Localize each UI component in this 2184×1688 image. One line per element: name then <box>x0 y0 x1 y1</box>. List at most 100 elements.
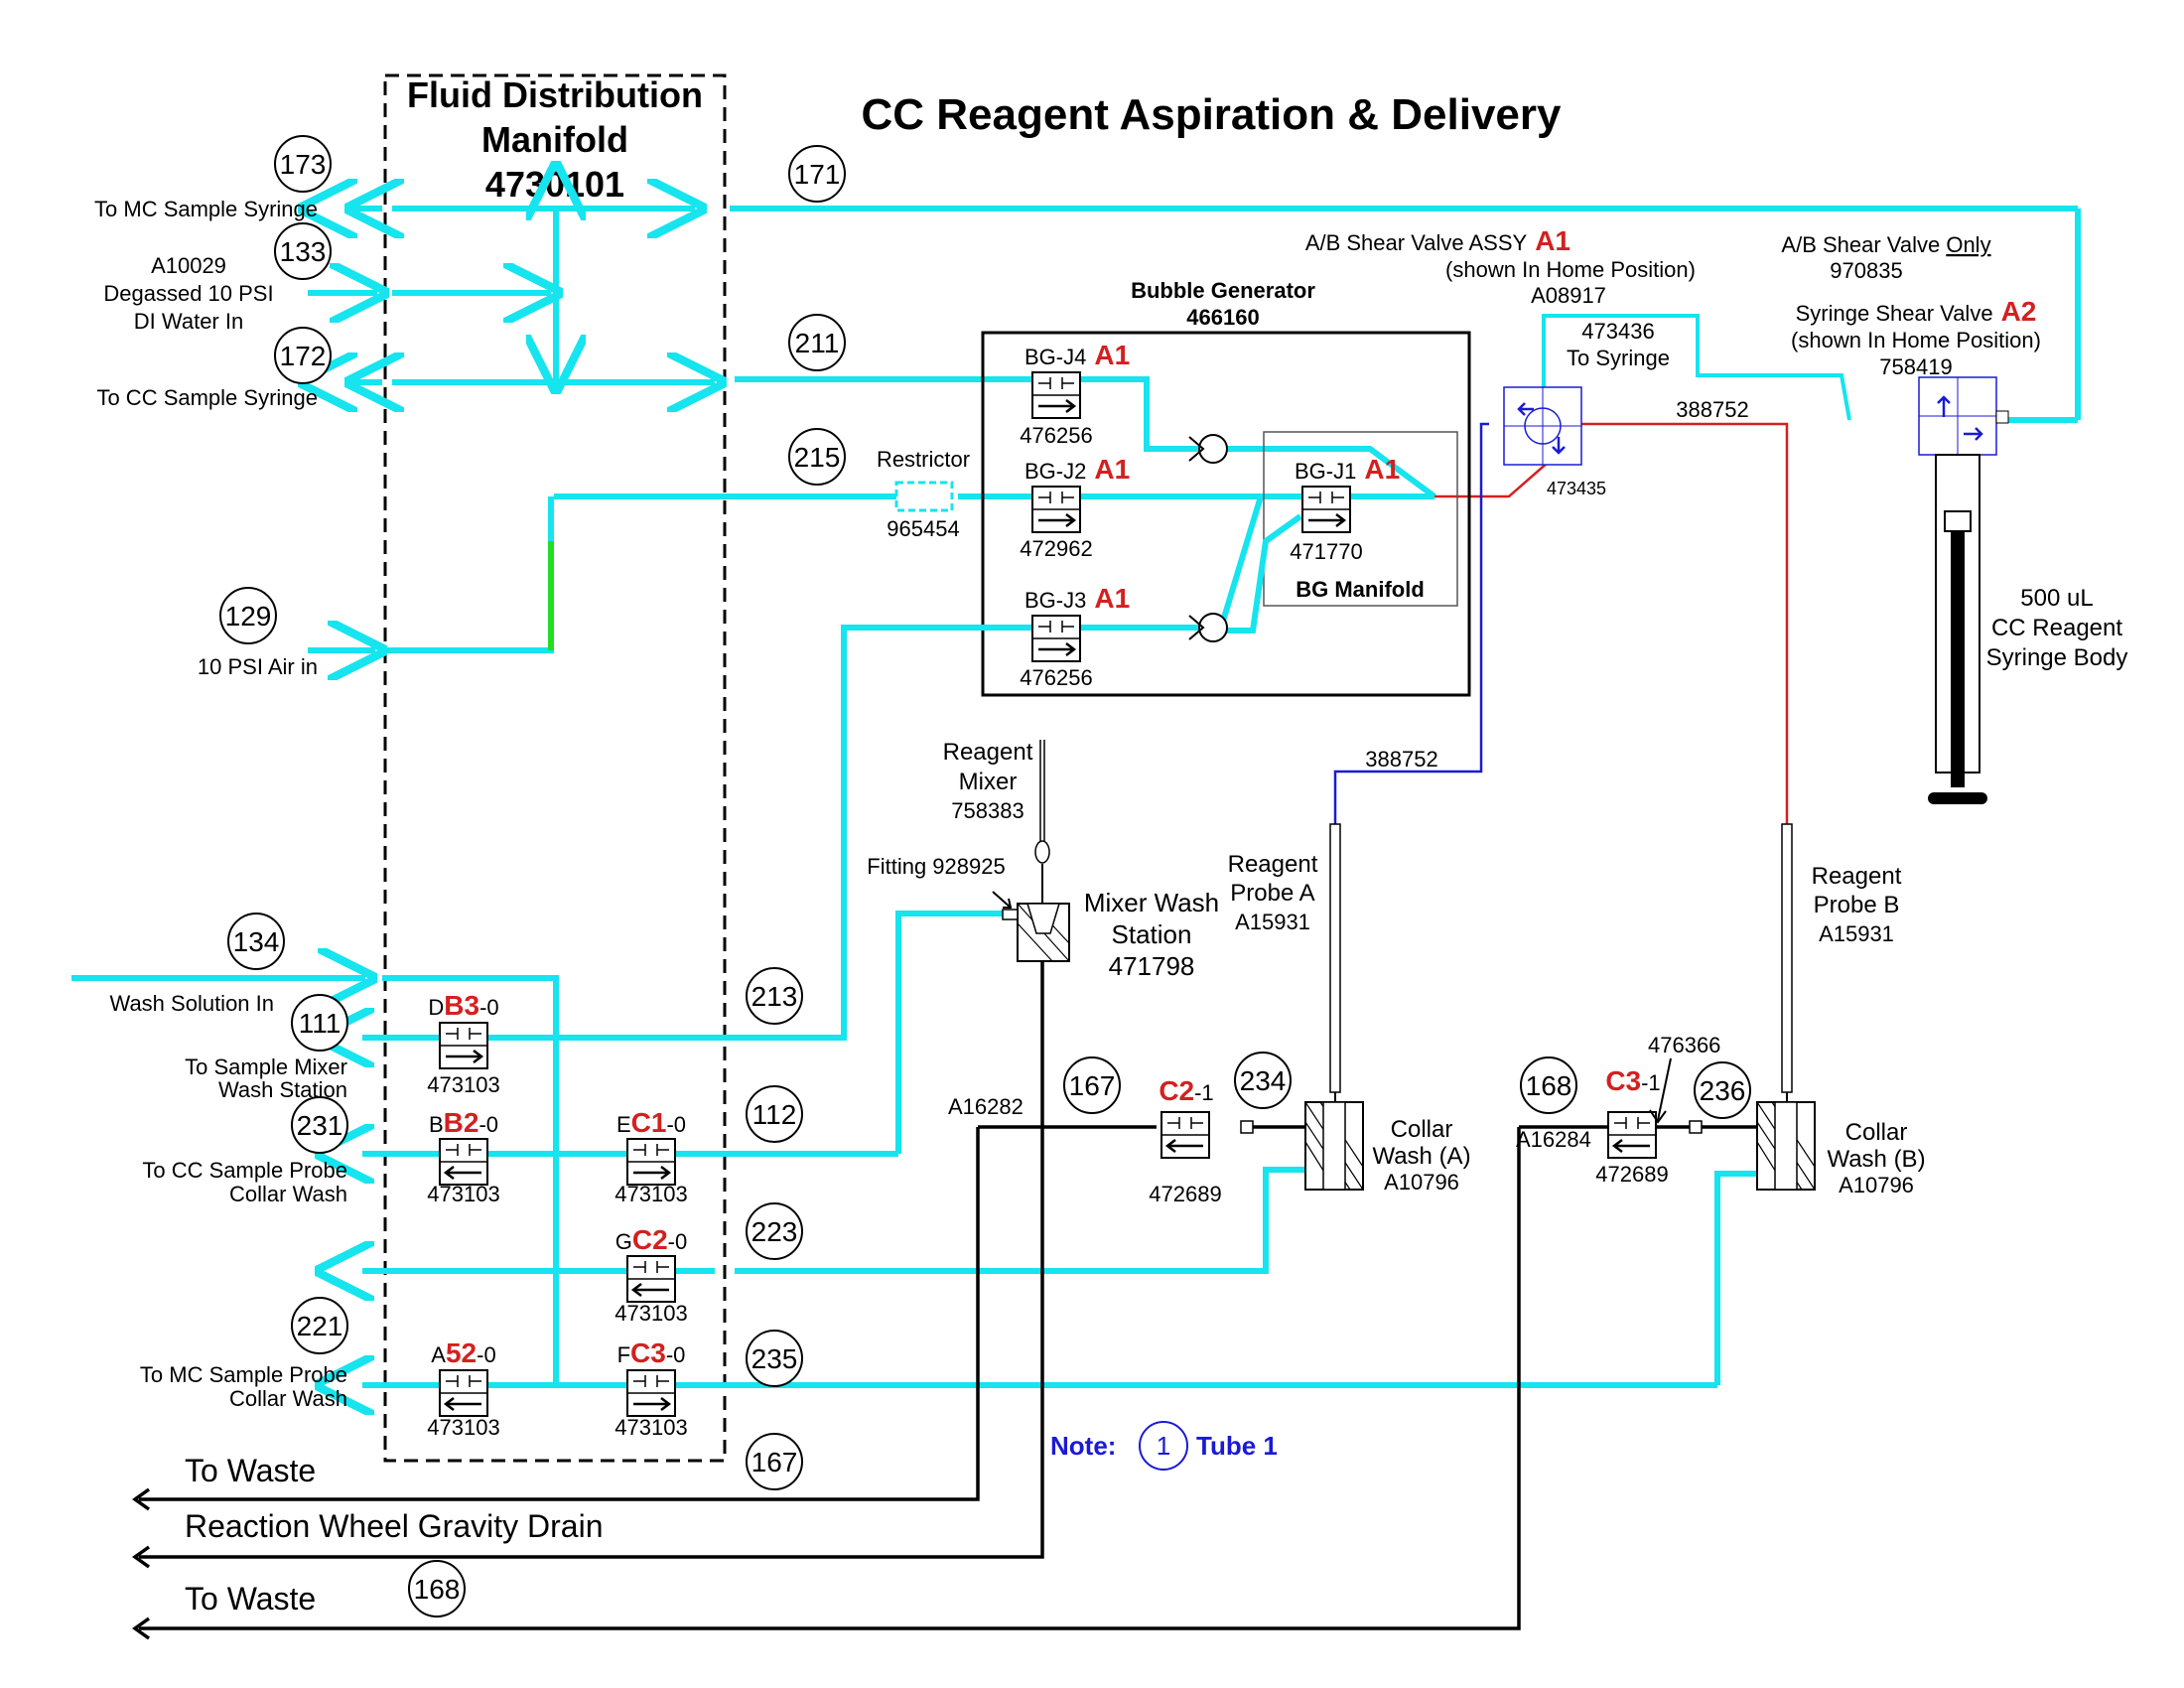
mixer-label-line2: Mixer <box>959 769 1018 795</box>
mixer-wash-part: 471798 <box>1109 951 1195 981</box>
probe-b-line1: Reagent <box>1812 863 1902 890</box>
svg-text:167: 167 <box>1069 1070 1116 1101</box>
shear-valve-home-note: (shown In Home Position) <box>1445 257 1696 282</box>
collar-b-line1: Collar <box>1845 1119 1908 1146</box>
gravity-drain <box>139 958 1044 1559</box>
tube-168-drain <box>139 1127 1521 1630</box>
mixer-fitting-label: Fitting 928925 <box>867 854 1005 879</box>
diagram-title: CC Reagent Aspiration & Delivery <box>862 90 1563 139</box>
svg-text:215: 215 <box>794 442 841 473</box>
collar-wash-a-icon <box>1304 1101 1364 1191</box>
svg-text:211: 211 <box>795 328 840 358</box>
svg-text:129: 129 <box>225 601 272 632</box>
shear-valve-assy-text: A/B Shear Valve ASSY <box>1305 230 1528 255</box>
svg-text:173: 173 <box>280 149 327 180</box>
port-133-label-line2: Degassed 10 PSI <box>103 281 273 306</box>
mixer-wash-line2: Station <box>1112 919 1192 949</box>
shear-valve-only-label: A/B Shear Valve Only <box>1781 232 1990 257</box>
tube-number-t168: 168 <box>1520 1056 1577 1114</box>
tube-a16284-label: A16284 <box>1516 1127 1591 1152</box>
valve-ec1-part: 473103 <box>614 1182 687 1206</box>
svg-text:111: 111 <box>299 1008 341 1039</box>
waste-label-2: Reaction Wheel Gravity Drain <box>185 1508 603 1544</box>
port-number-221: 221 <box>291 1297 348 1354</box>
valve-db3-part: 473103 <box>427 1072 499 1097</box>
shear-valve-port2-part: 473435 <box>1547 479 1606 498</box>
collar-a-line1: Collar <box>1391 1116 1453 1143</box>
port-129-label: 10 PSI Air in <box>198 654 318 679</box>
bg-valve-j2-part: 472962 <box>1020 536 1092 561</box>
svg-text:172: 172 <box>280 341 327 371</box>
tube-129-line <box>382 496 554 653</box>
svg-text:112: 112 <box>752 1099 797 1130</box>
shear-valve-only-text: A/B Shear Valve <box>1781 232 1940 257</box>
shear-valve-assy-part: A08917 <box>1531 283 1606 308</box>
tube-number-layer: 171 211 215 213 112 223 235 167 167 234 168 236 168 1… <box>219 135 1751 1618</box>
bg-manifold-label: BG Manifold <box>1296 577 1425 602</box>
syringe-valve-home-note: (shown In Home Position) <box>1791 328 2041 352</box>
fitting-476366-label: 476366 <box>1648 1033 1720 1057</box>
mixer-part: 758383 <box>951 798 1024 823</box>
valve-bb2-part: 473103 <box>427 1182 499 1206</box>
shear-valve-icon <box>1503 386 1582 466</box>
svg-text:234: 234 <box>1240 1065 1287 1096</box>
svg-text:167: 167 <box>751 1447 798 1477</box>
port-173-label: To MC Sample Syringe <box>94 197 318 221</box>
svg-text:235: 235 <box>751 1343 798 1374</box>
restrictor-part: 965454 <box>887 516 959 541</box>
port-133-label-line1: A10029 <box>151 253 226 278</box>
note-circle-icon <box>1139 1421 1188 1471</box>
wash-manifold-bus <box>382 975 559 1385</box>
shear-valve-only-word: Only <box>1946 232 1990 257</box>
port-221-label-line1: To MC Sample Probe <box>140 1362 347 1387</box>
port-134-label: Wash Solution In <box>110 991 275 1016</box>
to-syringe-label: To Syringe <box>1567 346 1670 370</box>
tube-number-t171: 171 <box>788 145 846 203</box>
mixer-label-line1: Reagent <box>943 739 1033 766</box>
tube-number-t168b: 168 <box>408 1560 466 1618</box>
manifold-part-number: 4730101 <box>485 164 624 205</box>
shear-valve-assy-code: A1 <box>1535 225 1570 256</box>
tube-number-t112: 112 <box>746 1085 803 1143</box>
fitting-icon <box>1240 1120 1254 1134</box>
reagent-probe-a-icon <box>1329 823 1341 1104</box>
tube-number-t215: 215 <box>788 428 846 486</box>
waste-label-3: To Waste <box>185 1581 316 1617</box>
valve-fc3-label: FC3-0 <box>617 1337 686 1368</box>
syringe-valve-text: Syringe Shear Valve <box>1796 301 1993 326</box>
svg-text:133: 133 <box>280 236 327 267</box>
bg-manifold-box <box>1263 431 1458 607</box>
blue-tube-label: 388752 <box>1365 747 1437 772</box>
port-number-231: 231 <box>291 1096 348 1154</box>
shear-valve-assy-label: A/B Shear Valve ASSY A1 <box>1305 225 1570 256</box>
collar-wash-b-icon <box>1756 1101 1816 1191</box>
port-221-label-line2: Collar Wash <box>229 1386 347 1411</box>
tube-112-line <box>895 911 1003 1154</box>
valve-c3-1-label: C3-1 <box>1605 1065 1660 1096</box>
note-label: Note: <box>1050 1431 1116 1461</box>
svg-text:223: 223 <box>751 1216 798 1247</box>
port-number-173: 173 <box>274 135 332 193</box>
valve-layer: DB3-0473103BB2-0473103EC1-0473103GC2-047… <box>427 340 1668 1440</box>
probe-b-line2: Probe B <box>1814 892 1900 918</box>
drain-lines <box>131 958 1762 1640</box>
bg-valve-j4-part: 476256 <box>1020 423 1092 448</box>
svg-text:236: 236 <box>1700 1075 1746 1106</box>
syringe-label-line2: CC Reagent <box>1991 615 2122 641</box>
mixer-wash-line1: Mixer Wash <box>1084 888 1219 917</box>
bubble-generator-box <box>981 331 1471 697</box>
probe-a-line1: Reagent <box>1228 851 1318 878</box>
manifold-title-line1: Fluid Distribution <box>407 74 703 115</box>
svg-text:168: 168 <box>414 1574 461 1605</box>
note-text: Tube 1 <box>1196 1431 1278 1461</box>
tube-number-t213: 213 <box>746 967 803 1025</box>
tube-number-t236: 236 <box>1694 1061 1751 1119</box>
svg-text:134: 134 <box>233 926 280 957</box>
port-133-label-line3: DI Water In <box>134 309 243 334</box>
tube-235-riser <box>1714 1171 1757 1385</box>
